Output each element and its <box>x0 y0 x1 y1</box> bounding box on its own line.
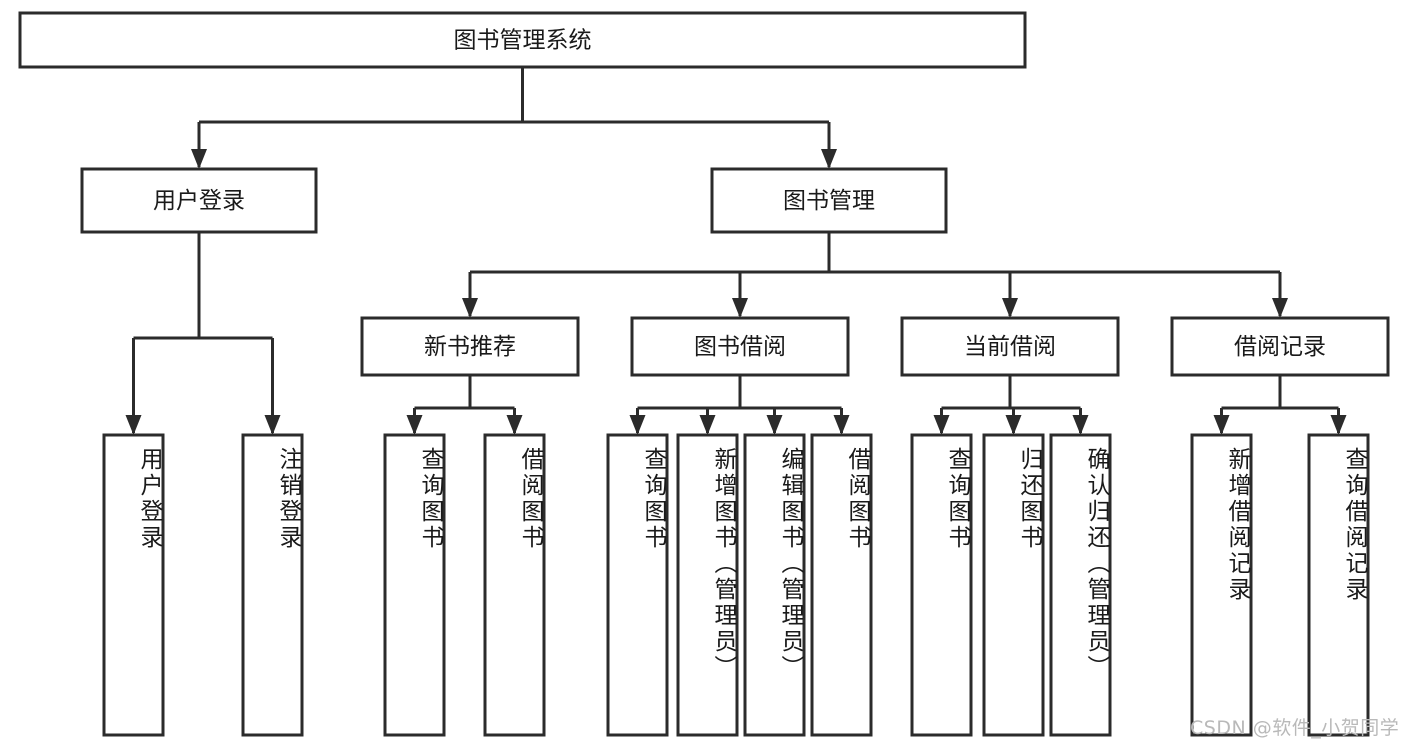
node-box-layer <box>18 11 1390 737</box>
arrow-head-icon <box>1272 298 1288 318</box>
arrow-head-icon <box>732 298 748 318</box>
arrow-head-icon <box>933 415 950 435</box>
node-box-leaf-borrow-book-rec[interactable] <box>483 433 546 737</box>
arrow-head-icon <box>1005 415 1022 435</box>
arrow-head-icon <box>766 415 783 435</box>
arrow-head-icon <box>699 415 716 435</box>
node-label-book-manage: 图书管理 <box>783 188 875 214</box>
node-box-root[interactable] <box>18 11 1027 69</box>
arrow-head-icon <box>462 298 478 318</box>
node-box-leaf-confirm-return[interactable] <box>1049 433 1112 737</box>
arrow-head-icon <box>1213 415 1230 435</box>
node-label-leaf-add-record: 新增借阅记录 <box>1224 447 1250 603</box>
node-label-leaf-query-book-borrow: 查询图书 <box>640 447 666 551</box>
node-label-leaf-edit-book: 编辑图书（管理员） <box>777 447 803 681</box>
arrow-head-icon <box>1072 415 1089 435</box>
node-label-leaf-query-book-cur: 查询图书 <box>944 447 970 551</box>
node-box-leaf-query-record[interactable] <box>1307 433 1370 737</box>
node-label-borrow-record: 借阅记录 <box>1234 334 1326 360</box>
node-box-book-manage[interactable] <box>710 167 948 234</box>
node-box-leaf-logout[interactable] <box>241 433 304 737</box>
node-label-leaf-borrow-book-rec: 借阅图书 <box>517 447 543 551</box>
node-box-leaf-query-book-cur[interactable] <box>910 433 973 737</box>
node-box-book-borrow[interactable] <box>630 316 850 377</box>
node-label-leaf-query-record: 查询借阅记录 <box>1341 447 1367 603</box>
node-box-user-login[interactable] <box>80 167 318 234</box>
arrow-head-icon <box>1002 298 1018 318</box>
node-label-leaf-user-login: 用户登录 <box>136 447 162 551</box>
csdn-watermark: CSDN @软件_小贺同学 <box>1190 717 1400 739</box>
node-box-leaf-add-book[interactable] <box>676 433 739 737</box>
node-box-leaf-return-book[interactable] <box>982 433 1045 737</box>
node-label-leaf-return-book: 归还图书 <box>1016 447 1042 551</box>
node-box-leaf-borrow-book[interactable] <box>810 433 873 737</box>
node-label-leaf-confirm-return: 确认归还（管理员） <box>1083 447 1109 681</box>
connector-layer <box>125 67 1347 435</box>
node-label-root: 图书管理系统 <box>454 28 592 54</box>
arrow-head-icon <box>833 415 850 435</box>
node-label-book-borrow: 图书借阅 <box>694 334 786 360</box>
arrow-head-icon <box>506 415 523 435</box>
node-box-current-borrow[interactable] <box>900 316 1120 377</box>
arrow-head-icon <box>191 149 207 169</box>
node-label-leaf-add-book: 新增图书（管理员） <box>710 447 736 681</box>
arrow-head-icon <box>406 415 423 435</box>
node-label-current-borrow: 当前借阅 <box>964 334 1056 360</box>
node-box-leaf-query-book-borrow[interactable] <box>606 433 669 737</box>
arrow-head-icon <box>264 415 281 435</box>
node-label-leaf-borrow-book: 借阅图书 <box>844 447 870 551</box>
node-label-user-login: 用户登录 <box>153 188 245 214</box>
node-box-leaf-edit-book[interactable] <box>743 433 806 737</box>
arrow-head-icon <box>821 149 837 169</box>
node-label-new-book-recommend: 新书推荐 <box>424 334 516 360</box>
node-box-new-book-recommend[interactable] <box>360 316 580 377</box>
arrow-head-icon <box>125 415 142 435</box>
arrow-head-icon <box>629 415 646 435</box>
node-label-leaf-query-book-rec: 查询图书 <box>417 447 443 551</box>
arrow-head-icon <box>1330 415 1347 435</box>
node-box-borrow-record[interactable] <box>1170 316 1390 377</box>
node-box-leaf-add-record[interactable] <box>1190 433 1253 737</box>
node-label-leaf-logout: 注销登录 <box>275 447 301 551</box>
node-box-leaf-user-login[interactable] <box>102 433 165 737</box>
node-box-leaf-query-book-rec[interactable] <box>383 433 446 737</box>
